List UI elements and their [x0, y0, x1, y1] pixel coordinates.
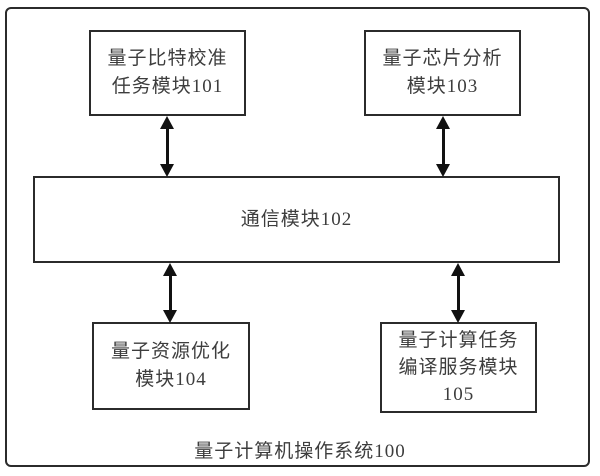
module-box-task-compilation: 量子计算任务 编译服务模块 105: [380, 322, 537, 413]
module-label-line: 量子计算任务: [398, 330, 519, 351]
bidirectional-arrow-102-105-icon: [450, 263, 466, 323]
arrow-shaft: [441, 126, 445, 167]
arrowhead-down-icon: [436, 164, 450, 177]
arrowhead-up-icon: [160, 116, 174, 129]
module-label-line: 编译服务模块: [398, 357, 519, 378]
arrow-shaft: [165, 126, 169, 167]
module-label-line: 量子资源优化: [110, 341, 231, 362]
module-label-line: 量子芯片分析: [382, 48, 503, 69]
module-label-line: 通信模块102: [240, 208, 353, 230]
module-box-communication: 通信模块102: [33, 176, 560, 263]
module-box-chip-analysis: 量子芯片分析 模块103: [364, 30, 521, 116]
arrowhead-down-icon: [451, 310, 465, 323]
arrow-shaft: [456, 273, 460, 313]
arrowhead-up-icon: [163, 263, 177, 276]
module-label-line: 任务模块101: [111, 76, 224, 97]
arrowhead-down-icon: [163, 310, 177, 323]
module-label-line: 量子比特校准: [107, 48, 228, 69]
system-title: 量子计算机操作系统100: [194, 441, 406, 462]
bidirectional-arrow-101-102-icon: [159, 116, 175, 177]
bidirectional-arrow-103-102-icon: [435, 116, 451, 177]
system-boundary-frame: [5, 7, 590, 467]
arrowhead-up-icon: [451, 263, 465, 276]
module-box-qubit-calibration: 量子比特校准 任务模块101: [89, 30, 246, 116]
arrow-shaft: [168, 273, 172, 313]
bidirectional-arrow-102-104-icon: [162, 263, 178, 323]
module-label-line: 模块104: [135, 369, 207, 390]
module-label-line: 105: [442, 384, 475, 405]
arrowhead-down-icon: [160, 164, 174, 177]
module-box-resource-optimization: 量子资源优化 模块104: [92, 322, 250, 410]
module-label-line: 模块103: [406, 76, 479, 97]
arrowhead-up-icon: [436, 116, 450, 129]
